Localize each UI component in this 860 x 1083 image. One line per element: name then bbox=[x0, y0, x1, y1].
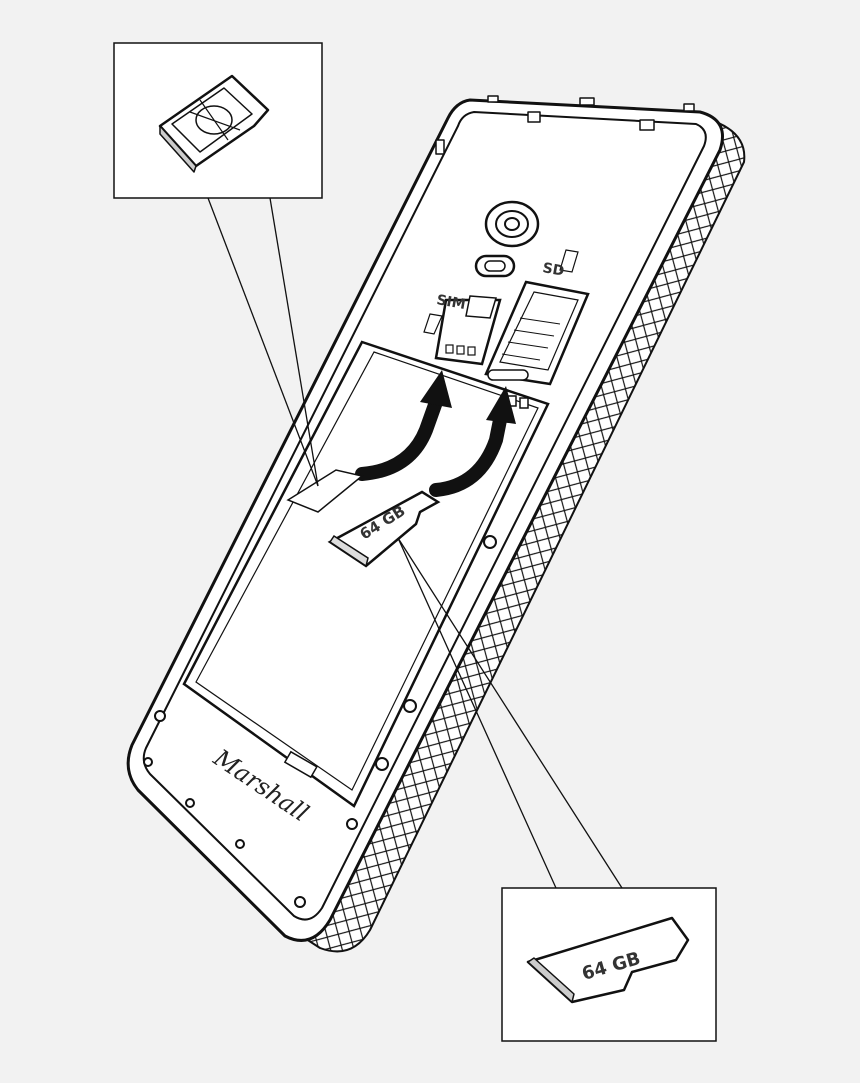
camera-lens-icon bbox=[484, 200, 540, 248]
flash-icon bbox=[474, 254, 516, 278]
sim-card-placed bbox=[286, 469, 364, 513]
microsd-card-placed bbox=[327, 490, 441, 568]
sd-slot-label: SD bbox=[541, 260, 565, 280]
phone-inner-rim bbox=[142, 111, 707, 921]
sd-slot bbox=[484, 249, 590, 386]
sim-slot-label: SIM bbox=[435, 292, 467, 313]
microsd-card-icon bbox=[526, 916, 690, 1004]
sd-insert-arrow bbox=[429, 413, 507, 497]
battery-bay bbox=[182, 340, 550, 808]
callout-lines bbox=[207, 197, 623, 889]
sim-card-icon bbox=[158, 74, 270, 173]
screw-holes bbox=[143, 535, 497, 908]
sim-slot bbox=[423, 295, 502, 366]
sim-insert-arrow bbox=[355, 395, 443, 481]
